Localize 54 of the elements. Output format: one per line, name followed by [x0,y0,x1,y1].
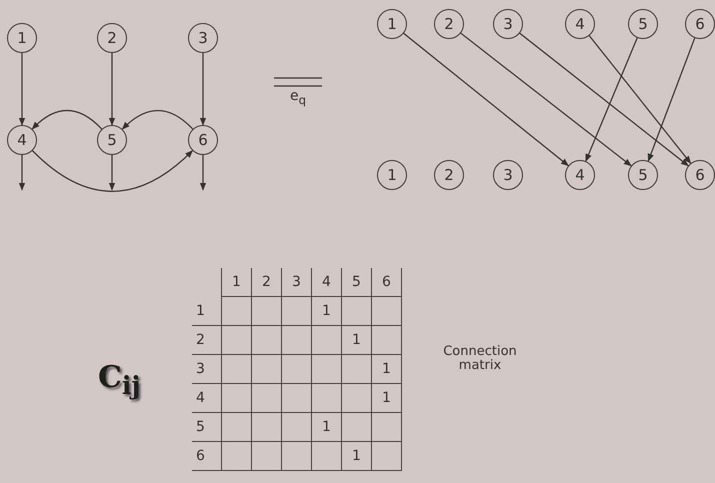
row-header: 5 [192,412,222,442]
node-circle: 5 [628,160,658,190]
node-circle: 4 [7,125,37,155]
arrow [108,155,116,191]
node-circle: 6 [188,125,218,155]
matrix-symbol: C$_{ij}$ [98,360,140,400]
column-header: 1 [222,268,252,296]
node-circle: 3 [493,9,523,39]
column-header: 6 [372,268,402,296]
arrow [32,110,102,130]
table-cell: 1 [372,384,402,412]
column-header: 4 [312,268,342,296]
node-circle: 1 [7,23,37,53]
node-circle: 1 [377,160,407,190]
arrow [108,53,116,126]
subscript-symbol: e$_{q}$ [290,88,306,107]
table-cell: 1 [372,354,402,384]
table-cell: 1 [342,326,372,354]
node-circle: 4 [565,160,595,190]
arrow [460,32,632,166]
arrow [200,53,206,126]
arrow [32,150,194,192]
node-circle: 3 [188,23,218,53]
arrow [403,32,569,166]
node-circle: 1 [377,9,407,39]
arrow [648,38,696,162]
node-circle: 5 [97,125,127,155]
node-circle: 4 [565,9,595,39]
arrow [18,155,26,191]
node-circle: 3 [493,160,523,190]
table-cell: 1 [342,442,372,470]
row-header: 3 [192,354,222,384]
arrow [18,53,26,126]
arrow [200,155,206,191]
node-circle: 2 [434,9,464,39]
column-header: 2 [252,268,282,296]
node-circle: 2 [434,160,464,190]
node-circle: 6 [685,9,715,39]
column-header: 3 [282,268,312,296]
table-cell: 1 [312,296,342,326]
node-circle: 5 [628,9,658,39]
arrow [588,35,692,164]
row-header: 1 [192,296,222,326]
node-circle: 2 [97,23,127,53]
table-cell: 1 [312,412,342,442]
node-circle: 6 [685,160,715,190]
arrow [122,110,194,130]
column-header: 5 [342,268,372,296]
row-header: 6 [192,442,222,470]
caption-text: Connection matrix [442,345,518,374]
row-header: 4 [192,384,222,412]
arrow [585,38,638,162]
arrow [519,32,689,166]
row-header: 2 [192,326,222,354]
